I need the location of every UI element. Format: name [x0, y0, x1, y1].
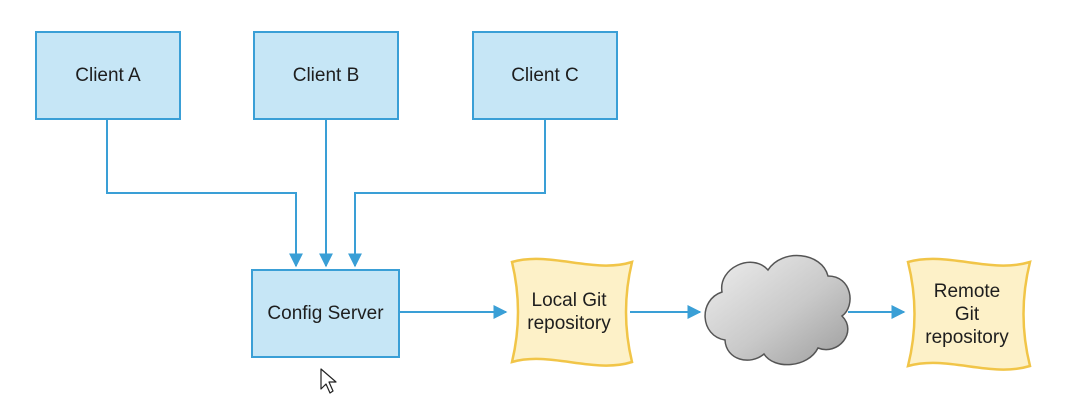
client-a-box: Client A [35, 31, 181, 120]
config-server-label: Config Server [267, 302, 384, 324]
config-server-box: Config Server [251, 269, 400, 358]
local-repo-node: Local Git repository [510, 268, 628, 356]
client-c-box: Client C [472, 31, 618, 120]
arrow-client-a-to-config-server [106, 120, 303, 268]
remote-repo-node: Remote Git repository [906, 266, 1028, 362]
client-b-box: Client B [253, 31, 399, 120]
client-c-label: Client C [511, 64, 579, 86]
cloud-icon [704, 254, 851, 366]
local-repo-document-shape [510, 257, 634, 367]
arrow-client-c-to-config-server [348, 120, 546, 268]
remote-repo-label: Remote Git repository [925, 280, 1009, 348]
mouse-cursor-icon [320, 368, 337, 394]
client-a-label: Client A [75, 64, 141, 86]
client-b-label: Client B [292, 64, 360, 86]
local-repo-label: Local Git repository [527, 290, 611, 334]
remote-repo-document-shape [906, 257, 1032, 371]
